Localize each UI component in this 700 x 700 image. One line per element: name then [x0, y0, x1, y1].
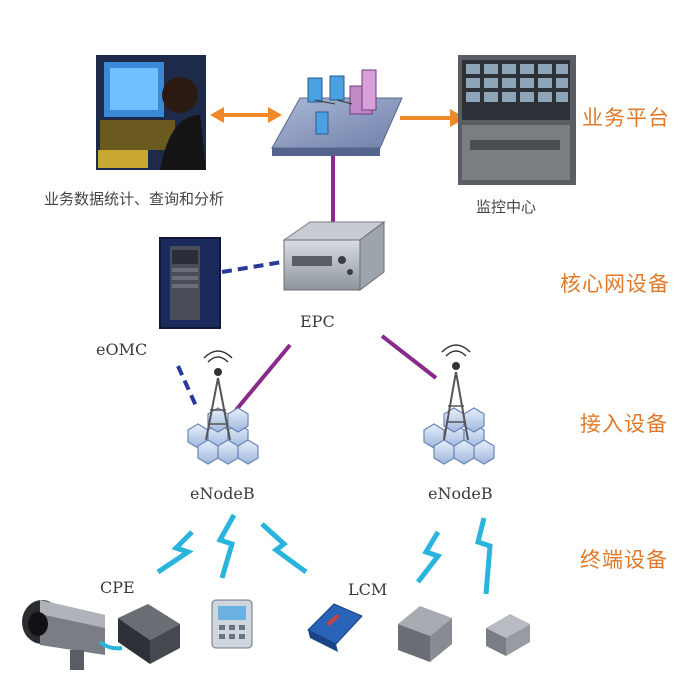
operator-workstation-image — [96, 55, 206, 170]
node-label-epc: EPC — [300, 312, 335, 331]
node-label-cpe: CPE — [100, 578, 135, 597]
node-label-lcm: LCM — [348, 580, 388, 599]
link-eomc-enodeb — [176, 365, 198, 407]
camera-terminal-icon — [22, 600, 123, 670]
layer-label-business-platform: 业务平台 — [582, 106, 670, 130]
link-epc-enodeb-left — [234, 343, 292, 412]
layer-label-core-network: 核心网设备 — [560, 272, 670, 296]
epc-device-icon — [282, 221, 386, 291]
layer-label-access: 接入设备 — [580, 412, 668, 436]
service-platform-icon — [271, 69, 403, 156]
bidirectional-arrow-left — [210, 107, 282, 123]
layer-label-terminal: 终端设备 — [580, 548, 668, 572]
monitor-center-image — [458, 55, 576, 185]
wireless-link-terminal-5 — [475, 517, 493, 595]
terminal-device-5-icon — [486, 614, 530, 656]
cpe-device-icon — [118, 604, 180, 664]
link-eomc-epc — [221, 260, 283, 274]
caption-stats-analysis: 业务数据统计、查询和分析 — [44, 190, 225, 208]
handheld-terminal-icon — [211, 599, 253, 649]
link-epc-enodeb-right — [380, 334, 438, 380]
lcm-device-icon — [307, 603, 363, 652]
terminal-device-4-icon — [398, 606, 452, 662]
arrow-to-monitor-center — [400, 109, 466, 127]
caption-monitor-center: 监控中心 — [476, 198, 537, 216]
node-label-eomc: eOMC — [96, 340, 148, 359]
node-label-enodeb-left: eNodeB — [190, 484, 255, 503]
eomc-server-icon — [159, 237, 221, 329]
wireless-link-lcm — [260, 522, 308, 575]
wireless-link-terminal-4 — [416, 530, 443, 584]
node-label-enodeb-right: eNodeB — [428, 484, 493, 503]
enodeb-left-icon — [187, 350, 259, 465]
wireless-link-cpe — [156, 530, 194, 575]
wireless-link-terminal-2 — [216, 513, 237, 579]
enodeb-right-icon — [423, 344, 495, 465]
